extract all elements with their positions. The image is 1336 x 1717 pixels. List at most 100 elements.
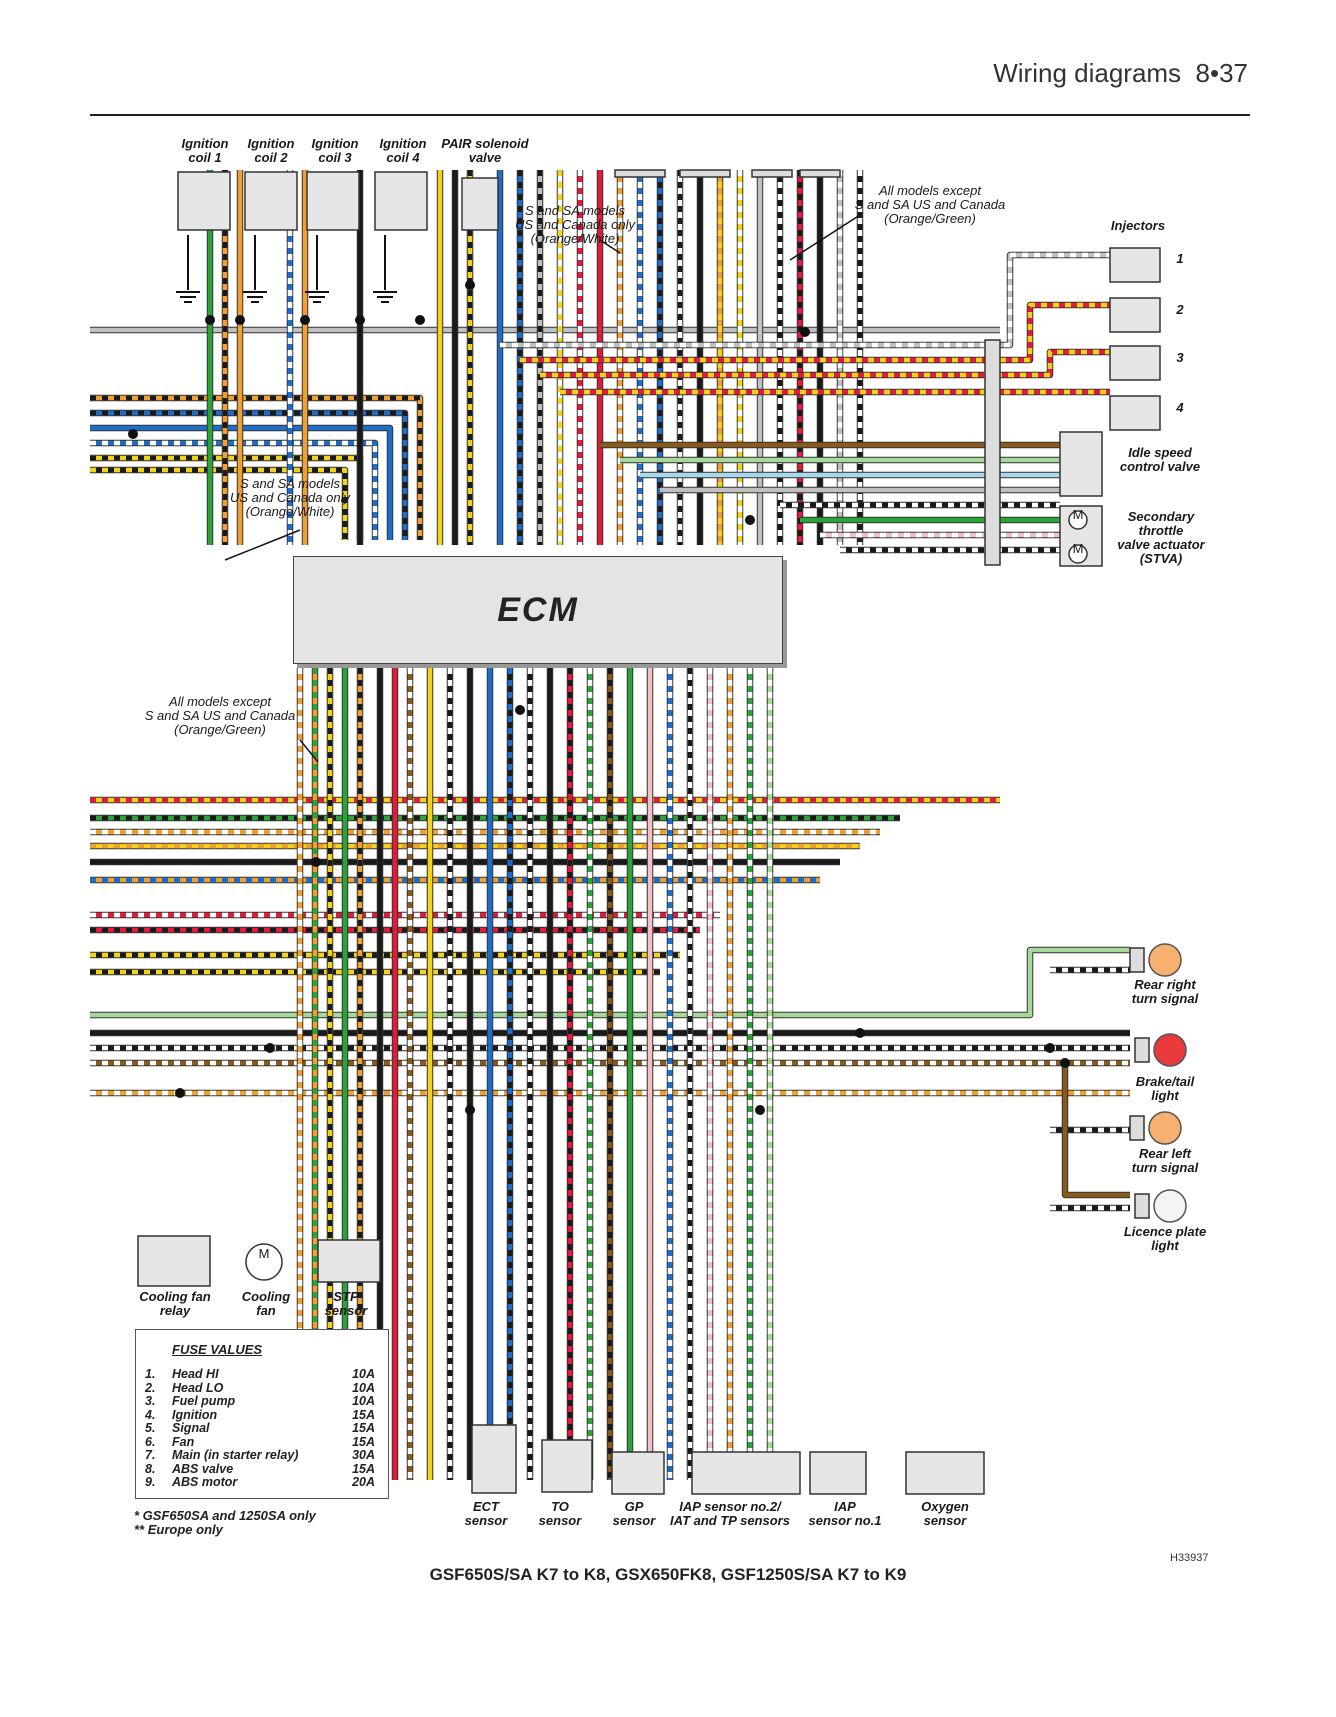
- junction-dot: [755, 1105, 765, 1115]
- diagram-caption: GSF650S/SA K7 to K8, GSX650FK8, GSF1250S…: [429, 1565, 907, 1584]
- rear-right-turn-bulb-socket: [1129, 947, 1145, 973]
- junction-dot: [175, 1088, 185, 1098]
- label-rear-left-turn: Rear left turn signal: [1131, 1146, 1199, 1175]
- note-left-orange-green: All models except S and SA US and Canada…: [144, 694, 296, 737]
- ignition-coil-1-icon: [177, 171, 231, 231]
- junction-dot: [355, 315, 365, 325]
- wire: [90, 947, 1130, 1018]
- cooling-fan-relay-icon: [137, 1235, 211, 1287]
- label-cooling-fan: Cooling fan: [241, 1289, 291, 1318]
- ecm-label: ECM: [497, 590, 579, 629]
- label-ignition-coil-3: Ignition coil 3: [311, 136, 359, 165]
- label-to-sensor: TO sensor: [538, 1499, 582, 1528]
- junction-dot: [205, 315, 215, 325]
- ignition-coil-4-icon: [374, 171, 428, 231]
- label-gp-sensor: GP sensor: [612, 1499, 656, 1528]
- label-iap-sensor-1: IAP sensor no.1: [808, 1499, 882, 1528]
- footnote-double-star: ** Europe only: [134, 1522, 223, 1537]
- to-sensor-icon: [541, 1439, 593, 1493]
- label-pair-solenoid: PAIR solenoid valve: [441, 136, 529, 165]
- licence-plate-bulb-socket: [1134, 1193, 1150, 1219]
- oxygen-sensor-icon: [905, 1451, 985, 1495]
- junction-dot: [855, 1028, 865, 1038]
- iap-sensor-1-icon: [809, 1451, 867, 1495]
- label-brake-tail: Brake/tail light: [1135, 1074, 1195, 1103]
- label-ignition-coil-4: Ignition coil 4: [379, 136, 427, 165]
- note-arrow-3: [224, 529, 301, 561]
- label-stva: Secondary throttle valve actuator (STVA): [1117, 509, 1205, 566]
- junction-dot: [265, 1043, 275, 1053]
- wire-outline: [540, 348, 1110, 379]
- junction-dot: [745, 515, 755, 525]
- page-number: 8•37: [1195, 58, 1248, 88]
- wire: [1062, 1063, 1130, 1198]
- junction-dot: [415, 315, 425, 325]
- header-title: Wiring diagrams: [993, 58, 1182, 88]
- wire-stripe: [500, 252, 1110, 348]
- wire: [90, 425, 393, 540]
- junction-dot: [235, 315, 245, 325]
- note-left-orange-white: S and SA models US and Canada only (Oran…: [230, 476, 350, 519]
- top-connector-2: [679, 169, 731, 178]
- brake-tail-bulb: [1153, 1033, 1187, 1067]
- injector-number-2: 2: [1176, 302, 1184, 317]
- junction-dot: [300, 315, 310, 325]
- footnote-single-star: * GSF650SA and 1250SA only: [134, 1508, 316, 1523]
- note-arrow-1: [599, 239, 621, 254]
- note-arrow-4: [299, 739, 319, 763]
- wire: [540, 349, 1110, 378]
- label-licence-plate: Licence plate light: [1123, 1224, 1207, 1253]
- wire-stripe: [90, 440, 378, 540]
- label-injectors: Injectors: [1110, 218, 1166, 233]
- stva-motor-1-ring: [1068, 510, 1088, 530]
- label-rear-right-turn: Rear right turn signal: [1131, 977, 1199, 1006]
- top-connector-4: [799, 169, 841, 178]
- iap2-iat-tp-sensor-icon: [691, 1451, 801, 1495]
- wire-stripe: [520, 302, 1110, 363]
- note-top-orange-white: S and SA models US and Canada only (Oran…: [515, 203, 635, 246]
- header-rule: [90, 114, 1250, 116]
- injector-4-icon: [1109, 395, 1161, 431]
- junction-dot: [515, 705, 525, 715]
- note-top-orange-green: All models except S and SA US and Canada…: [854, 183, 1006, 226]
- connector-block: [984, 339, 1001, 566]
- pair-solenoid-icon: [461, 177, 499, 231]
- cooling-fan-motor-icon: M: [258, 1246, 270, 1261]
- injector-number-4: 4: [1176, 400, 1184, 415]
- injector-2-icon: [1109, 297, 1161, 333]
- fuse-row: 7.Main (in starter relay)30A: [145, 1448, 375, 1462]
- cooling-fan-icon: [245, 1243, 283, 1281]
- rear-left-turn-bulb-socket: [1129, 1115, 1145, 1141]
- wire-stripe: [90, 395, 423, 540]
- junction-dot: [128, 429, 138, 439]
- injector-1-icon: [1109, 247, 1161, 283]
- rear-right-turn-bulb: [1148, 943, 1182, 977]
- label-cooling-fan-relay: Cooling fan relay: [139, 1289, 211, 1318]
- diagram-code: H33937: [1170, 1552, 1209, 1564]
- stva-motor-1-icon: M: [1072, 507, 1084, 522]
- fuse-table-title: FUSE VALUES: [172, 1342, 263, 1357]
- stva-motor-2-icon: M: [1072, 541, 1084, 556]
- injector-number-1: 1: [1176, 251, 1184, 266]
- ignition-coil-3-icon: [306, 171, 360, 231]
- licence-plate-bulb: [1153, 1189, 1187, 1223]
- wire-stripe: [90, 467, 348, 540]
- wire-stripe: [90, 410, 408, 540]
- junction-dot: [1045, 1043, 1055, 1053]
- stp-sensor-icon: [317, 1239, 381, 1283]
- top-connector-3: [751, 169, 793, 178]
- gp-sensor-icon: [611, 1451, 665, 1495]
- junction-dot: [800, 327, 810, 337]
- junction-dot: [465, 280, 475, 290]
- stva-motor-2-ring: [1068, 544, 1088, 564]
- label-stp-sensor: STP sensor: [324, 1289, 368, 1318]
